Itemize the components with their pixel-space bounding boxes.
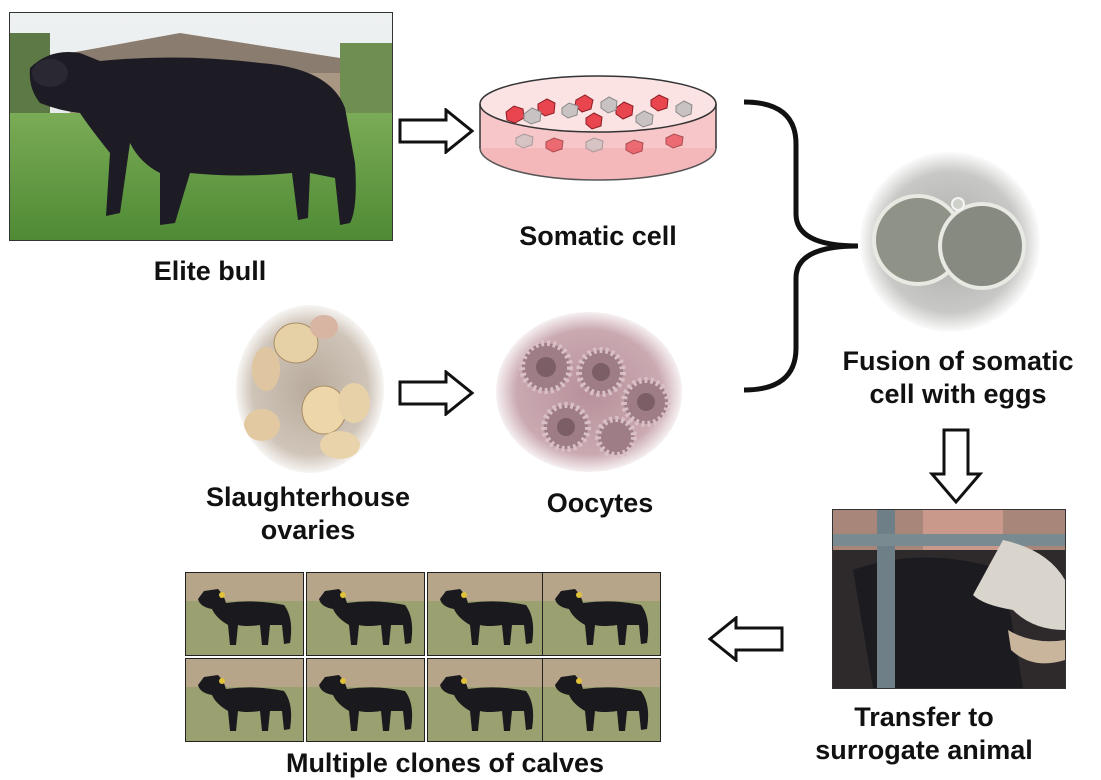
transfer-label-line1: Transfer to	[792, 701, 1056, 734]
arrow-right-icon	[398, 370, 476, 416]
calf-clone-photo	[185, 658, 304, 742]
clones-label: Multiple clones of calves	[230, 747, 660, 780]
oocytes-image	[496, 312, 682, 472]
ovaries-label-line2: ovaries	[168, 514, 448, 547]
somatic-cell-label: Somatic cell	[488, 220, 708, 253]
calf-clone-photo	[427, 572, 546, 656]
calf-clone-photo	[542, 572, 661, 656]
fused-cells-image	[860, 152, 1040, 332]
fusion-label-line2: cell with eggs	[815, 378, 1101, 411]
fusion-label-line1: Fusion of somatic	[815, 345, 1101, 378]
oocytes-label: Oocytes	[500, 487, 700, 520]
calf-clone-photo	[427, 658, 546, 742]
arrow-down-icon	[928, 428, 984, 506]
calf-clone-photo	[306, 572, 425, 656]
ovaries-image	[236, 305, 384, 473]
elite-bull-photo	[9, 12, 393, 241]
calf-clone-photo	[306, 658, 425, 742]
elite-bull-label: Elite bull	[130, 255, 290, 288]
arrow-left-icon	[706, 616, 784, 662]
petri-dish-somatic-cells	[476, 72, 720, 184]
arrow-right-icon	[398, 108, 476, 154]
calf-clone-photo	[542, 658, 661, 742]
transfer-photo	[832, 509, 1066, 689]
ovaries-label-line1: Slaughterhouse	[168, 481, 448, 514]
calf-clone-grid	[185, 572, 663, 744]
calf-clone-photo	[185, 572, 304, 656]
transfer-label-line2: surrogate animal	[792, 734, 1056, 767]
